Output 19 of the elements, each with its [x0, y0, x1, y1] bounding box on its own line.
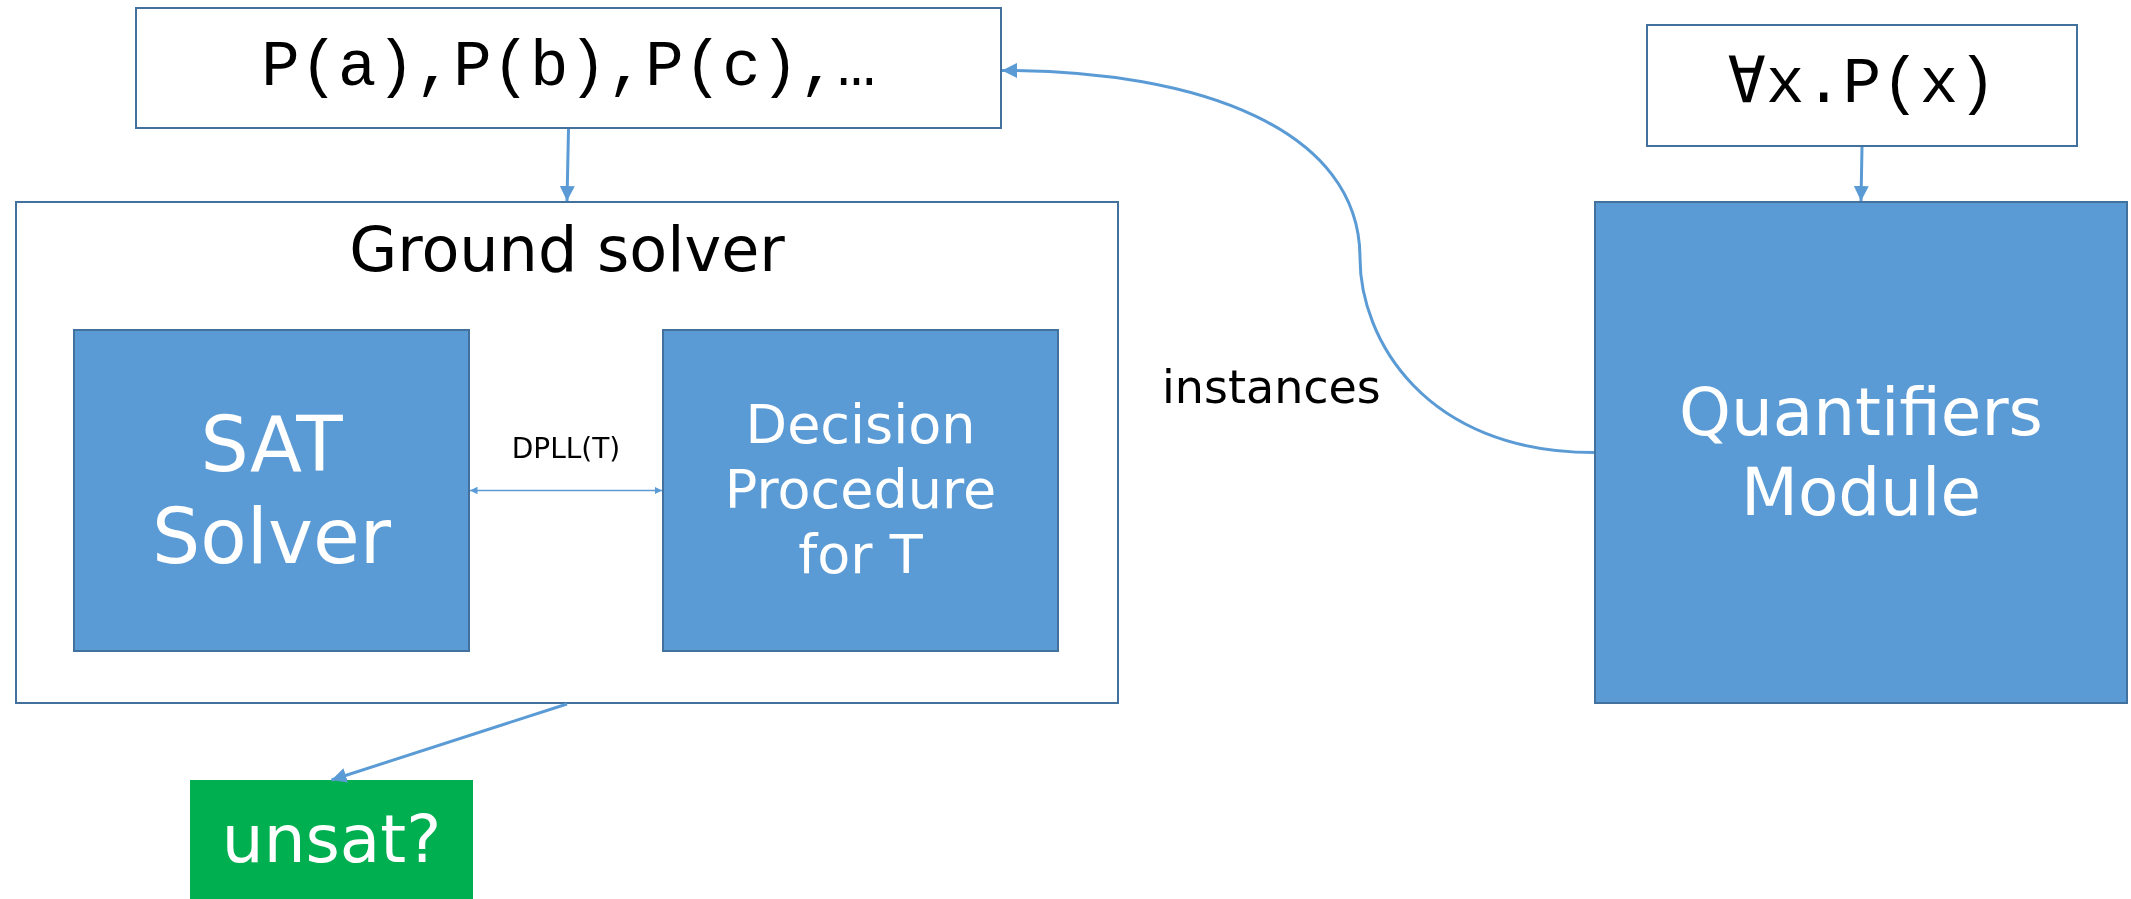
process-box	[662, 329, 1059, 652]
formula-box	[1646, 24, 2078, 147]
formula-box	[135, 7, 1002, 129]
result-box	[190, 780, 473, 899]
node-label: ∀x.P(x)	[1727, 48, 1997, 124]
arrow	[469, 486, 663, 495]
node-label: Quantifiers Module	[1678, 373, 2044, 532]
container-heading: Ground solver	[349, 213, 785, 288]
process-box	[73, 329, 470, 652]
process-box	[1594, 201, 2128, 704]
node-label: Decision Procedure for T	[723, 393, 998, 588]
arrow	[559, 128, 575, 202]
node-label: unsat?	[221, 799, 442, 880]
node-label: SAT Solver	[151, 399, 392, 582]
solver-container	[15, 201, 1119, 704]
arrow	[1001, 63, 1595, 454]
arrow	[331, 702, 568, 783]
node-label: P(a),P(b),P(c),…	[261, 30, 876, 106]
arrow	[1853, 146, 1869, 202]
